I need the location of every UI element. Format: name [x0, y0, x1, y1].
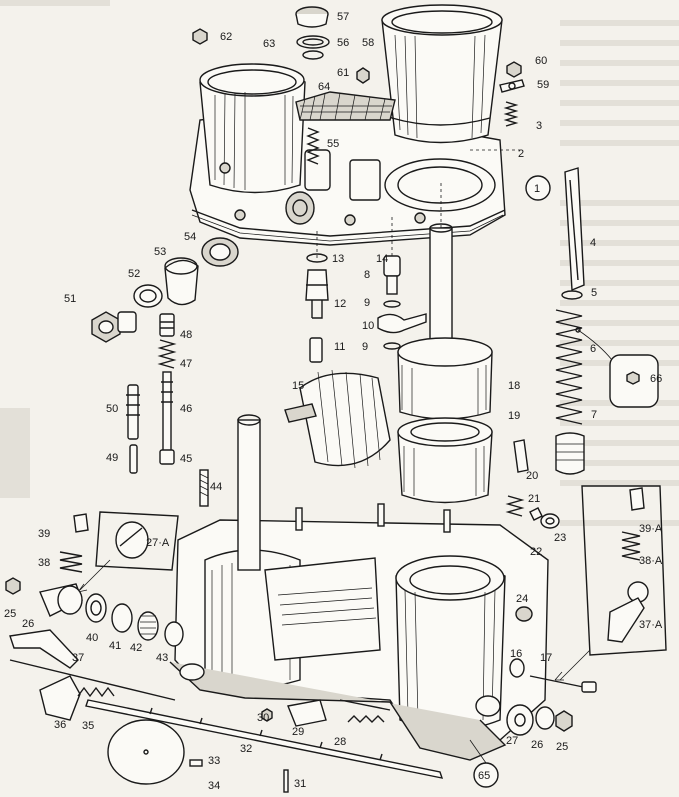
part-label: 49: [106, 452, 118, 464]
part-label: 18: [508, 380, 520, 392]
part-label: 9: [362, 341, 368, 353]
part-label: 38: [38, 557, 50, 569]
part-label: 25: [4, 608, 16, 620]
main-body: [169, 414, 549, 761]
float: [284, 369, 391, 469]
part-label: 38·A: [639, 555, 663, 567]
jet-assembly: [126, 313, 209, 507]
part-label: 11: [334, 341, 345, 353]
venturi-parts: [397, 223, 493, 504]
part-label: 63: [263, 38, 275, 50]
part-label: 45: [180, 453, 192, 465]
guide-lines: [316, 149, 520, 258]
part-number-labels: 62 57 63 56 58 60 61 59 64 3 55 2 1 54 4…: [4, 11, 663, 792]
part-label: 65: [478, 770, 490, 782]
part-label: 26: [22, 618, 34, 630]
part-label: 54: [184, 231, 196, 243]
part-label: 23: [554, 532, 566, 544]
part-label: 41: [109, 640, 121, 652]
right-small-parts: [505, 439, 560, 622]
part-label: 39·A: [639, 523, 663, 535]
part-label: 37·A: [639, 619, 663, 631]
part-label: 25: [556, 741, 568, 753]
part-label: 16: [510, 648, 522, 660]
part-label: 42: [130, 642, 142, 654]
part-label: 13: [332, 253, 344, 265]
part-label: 64: [318, 81, 330, 93]
part-label: 32: [240, 743, 252, 755]
part-label: 43: [156, 652, 168, 664]
part-label: 48: [180, 329, 192, 341]
part-label: 26: [531, 739, 543, 751]
part-label: 27: [506, 735, 518, 747]
part-label: 46: [180, 403, 192, 415]
part-label: 19: [508, 410, 520, 422]
part-label: 39: [38, 528, 50, 540]
gasket-and-pipe-parts: [91, 237, 239, 343]
part-label: 33: [208, 755, 220, 767]
part-label: 61: [337, 67, 349, 79]
part-label: 3: [536, 120, 542, 132]
part-label: 29: [292, 726, 304, 738]
part-label: 10: [362, 320, 374, 332]
part-label: 17: [540, 652, 552, 664]
part-label: 40: [86, 632, 98, 644]
detail-box-right: [554, 485, 667, 681]
part-label: 34: [208, 780, 220, 792]
part-label: 22: [530, 546, 542, 558]
part-label: 53: [154, 246, 166, 258]
part-label: 8: [364, 269, 370, 281]
part-label: 36: [54, 719, 66, 731]
part-label: 59: [537, 79, 549, 91]
part-label: 7: [591, 409, 597, 421]
part-label: 52: [128, 268, 140, 280]
part-label: 2: [518, 148, 524, 160]
part-label: 60: [535, 55, 547, 67]
part-label: 31: [294, 778, 306, 790]
top-cover-assembly: [189, 4, 519, 246]
part-label: 21: [528, 493, 540, 505]
part-label: 1: [534, 183, 540, 195]
top-small-parts: [192, 6, 525, 93]
part-label: 55: [327, 138, 339, 150]
part-label: 15: [292, 380, 304, 392]
part-label: 58: [362, 37, 374, 49]
throttle-shaft-parts: [39, 675, 444, 793]
part-label: 4: [590, 237, 596, 249]
part-label: 51: [64, 293, 76, 305]
part-label: 28: [334, 736, 346, 748]
part-label: 66: [650, 373, 662, 385]
part-label: 47: [180, 358, 192, 370]
part-label: 27·A: [146, 537, 170, 549]
part-label: 62: [220, 31, 232, 43]
part-label: 6: [590, 343, 596, 355]
left-linkage: [5, 513, 184, 701]
part-label: 9: [364, 297, 370, 309]
part-label: 50: [106, 403, 118, 415]
part-label: 24: [516, 593, 528, 605]
part-label: 56: [337, 37, 349, 49]
pump-parts: [525, 167, 659, 475]
part-label: 57: [337, 11, 349, 23]
part-label: 5: [591, 287, 597, 299]
needle-valve-parts: [305, 253, 427, 363]
detail-box-left: [77, 511, 179, 593]
part-label: 44: [210, 481, 222, 493]
part-label: 30: [257, 712, 269, 724]
part-label: 37: [72, 652, 84, 664]
right-lower-parts: [469, 658, 597, 788]
part-label: 12: [334, 298, 346, 310]
part-label: 14: [376, 253, 388, 265]
part-label: 20: [526, 470, 538, 482]
part-label: 35: [82, 720, 94, 732]
